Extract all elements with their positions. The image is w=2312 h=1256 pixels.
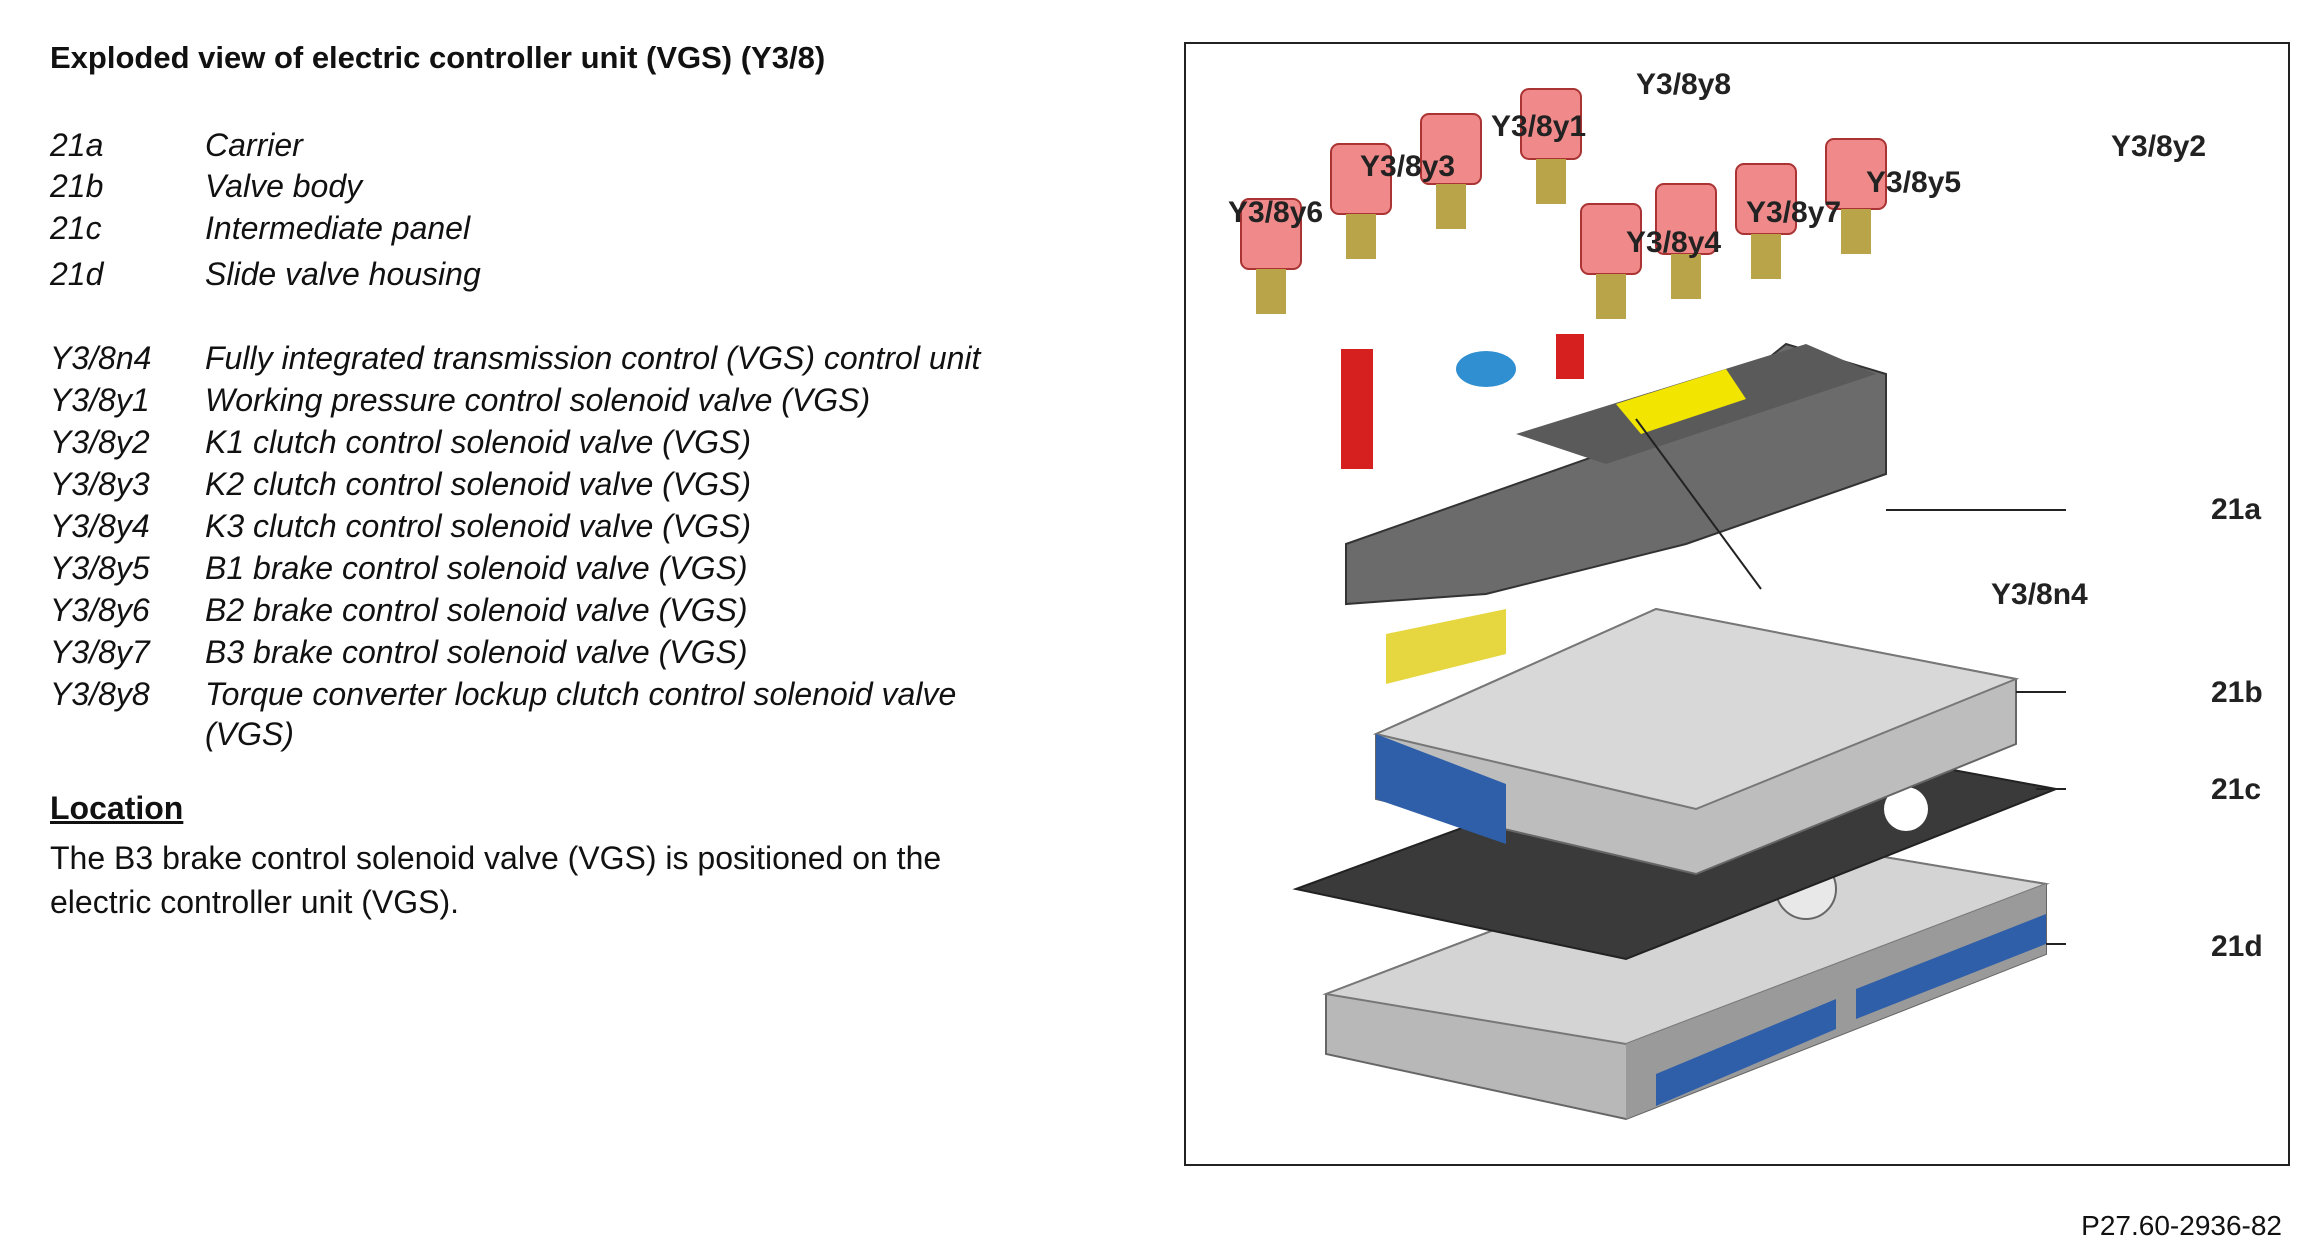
label-21a: 21a — [2211, 493, 2261, 526]
label-21d: 21d — [2211, 930, 2263, 963]
legend-code: Y3/8y2 — [50, 424, 150, 460]
solenoid-valve-y4 — [1580, 203, 1642, 319]
label-y7: Y3/8y7 — [1746, 196, 1841, 229]
legend-desc: Working pressure control solenoid valve … — [205, 382, 871, 418]
solenoid-valve-y3 — [1330, 143, 1392, 259]
legend-code: Y3/8y8 — [50, 676, 150, 712]
legend-code: 21c — [50, 210, 102, 246]
legend-code: Y3/8y6 — [50, 592, 150, 628]
label-y6: Y3/8y6 — [1228, 196, 1323, 229]
label-21b: 21b — [2211, 676, 2263, 709]
label-y3: Y3/8y3 — [1360, 150, 1455, 183]
legend-desc: K1 clutch control solenoid valve (VGS) — [205, 424, 752, 460]
label-21c: 21c — [2211, 773, 2261, 806]
label-n4: Y3/8n4 — [1991, 578, 2088, 611]
legend-code: Y3/8y1 — [50, 382, 150, 418]
legend-desc: Carrier — [205, 127, 303, 163]
legend-desc: Fully integrated transmission control (V… — [205, 340, 981, 376]
legend-desc: K3 clutch control solenoid valve (VGS) — [205, 508, 752, 544]
legend-code: Y3/8y3 — [50, 466, 150, 502]
exploded-view-illustration: Y3/8y8 Y3/8y1 Y3/8y3 Y3/8y6 Y3/8y7 Y3/8y… — [1228, 68, 2263, 1121]
legend-code: Y3/8y7 — [50, 634, 150, 670]
label-y5: Y3/8y5 — [1866, 166, 1961, 199]
solenoid-valve-y6 — [1240, 198, 1302, 314]
legend-code: Y3/8y5 — [50, 550, 150, 586]
legend-code: 21b — [50, 168, 104, 204]
legend-desc: Intermediate panel — [205, 210, 471, 246]
legend-code: Y3/8n4 — [50, 340, 152, 376]
legend-desc: Slide valve housing — [205, 256, 481, 292]
solenoid-valve-y1 — [1420, 113, 1482, 229]
solenoid-valve-y5 — [1735, 163, 1797, 279]
legend-code: 21d — [50, 256, 104, 292]
slide-valve-housing — [1322, 832, 2050, 1121]
solenoid-valve-y7 — [1655, 183, 1717, 299]
label-y4: Y3/8y4 — [1626, 226, 1721, 259]
label-y2: Y3/8y2 — [2111, 130, 2206, 163]
leader-line-n4 — [1635, 418, 1762, 590]
legend-desc: B1 brake control solenoid valve (VGS) — [205, 550, 748, 586]
solenoid-valve-y8 — [1520, 88, 1582, 204]
legend-desc: Valve body — [205, 168, 363, 204]
legend-code: 21a — [50, 127, 104, 163]
exploded-view-figure: Y3/8y8 Y3/8y1 Y3/8y3 Y3/8y6 Y3/8y7 Y3/8y… — [1184, 42, 2290, 1166]
label-y1: Y3/8y1 — [1491, 110, 1586, 143]
valve-body — [1372, 607, 2020, 876]
legend-desc: K2 clutch control solenoid valve (VGS) — [205, 466, 752, 502]
carrier — [1341, 334, 1887, 606]
label-y8: Y3/8y8 — [1636, 68, 1731, 101]
location-heading: Location — [50, 790, 184, 826]
legend-desc: Torque converter lockup clutch control s… — [205, 676, 957, 752]
solenoid-valve-y2 — [1825, 138, 1887, 254]
legend-desc: B3 brake control solenoid valve (VGS) — [205, 634, 748, 670]
legend-code: Y3/8y4 — [50, 508, 150, 544]
location-text: The B3 brake control solenoid valve (VGS… — [50, 840, 942, 920]
figure-id: P27.60-2936-82 — [2081, 1210, 2282, 1241]
page-title: Exploded view of electric controller uni… — [50, 40, 826, 75]
legend-desc: B2 brake control solenoid valve (VGS) — [205, 592, 748, 628]
